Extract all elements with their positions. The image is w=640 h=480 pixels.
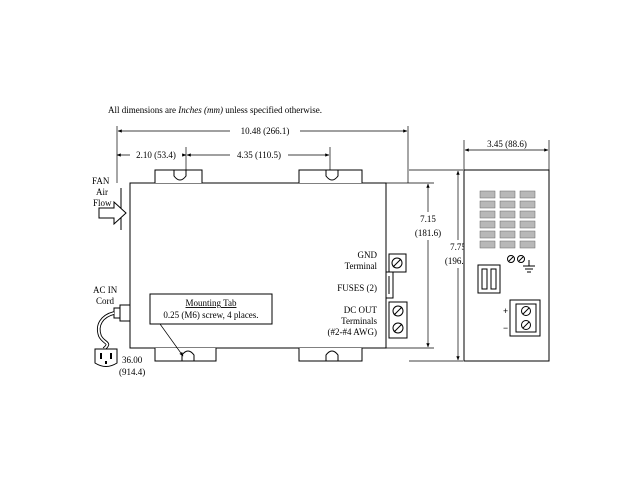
mounting-tab-description: 0.25 (M6) screw, 4 places. bbox=[163, 310, 258, 320]
gnd-terminal-label: Terminal bbox=[345, 261, 378, 271]
tab-spacing-label: 4.35 (110.5) bbox=[237, 150, 281, 160]
outer-height-in: 7.75 bbox=[450, 242, 466, 252]
side-dc-terminal-block bbox=[509, 299, 541, 337]
inner-height-mm: (181.6) bbox=[415, 228, 441, 238]
side-ground-screw-icon bbox=[507, 255, 525, 263]
mounting-tab-bottom-right bbox=[298, 348, 363, 362]
vent-grill bbox=[479, 190, 536, 249]
mounting-tab-leader bbox=[159, 323, 184, 357]
fan-flow-label: Flow bbox=[93, 198, 112, 208]
dc-out-label: DC OUT bbox=[344, 305, 378, 315]
plus-symbol: + bbox=[503, 306, 508, 316]
fuses-label: FUSES (2) bbox=[337, 283, 377, 293]
overall-width-label: 10.48 (266.1) bbox=[241, 126, 290, 136]
cord-length-in: 36.00 bbox=[122, 355, 143, 365]
tab-offset-label: 2.10 (53.4) bbox=[136, 150, 176, 160]
mounting-tab-bottom-left bbox=[154, 348, 217, 362]
fan-label: FAN bbox=[92, 176, 110, 186]
gnd-label: GND bbox=[358, 250, 378, 260]
dc-out-terminal-block bbox=[388, 301, 408, 339]
fan-air-flow-arrow-icon bbox=[98, 188, 127, 230]
ground-symbol-icon bbox=[523, 260, 535, 273]
cord-length-mm: (914.4) bbox=[119, 367, 145, 377]
minus-symbol: − bbox=[503, 323, 508, 333]
mounting-tab-title: Mounting Tab bbox=[186, 298, 237, 308]
dimensions-note: All dimensions are Inches (mm) unless sp… bbox=[108, 105, 322, 115]
inner-height-in: 7.15 bbox=[420, 214, 436, 224]
dc-out-awg-label: (#2-#4 AWG) bbox=[327, 327, 377, 337]
ac-in-label: AC IN bbox=[93, 285, 118, 295]
gnd-terminal bbox=[388, 253, 407, 273]
outer-height-mm: (196.9) bbox=[445, 256, 471, 266]
ac-plug-icon bbox=[94, 348, 118, 367]
side-width-label: 3.45 (88.6) bbox=[487, 139, 527, 149]
dc-out-terminals-label: Terminals bbox=[341, 316, 377, 326]
side-fuse-holders bbox=[477, 264, 501, 294]
fan-air-label: Air bbox=[96, 187, 108, 197]
mounting-tab-top-right bbox=[298, 169, 363, 183]
fuse-holder bbox=[385, 271, 394, 299]
mounting-tab-top-left bbox=[154, 169, 203, 183]
ac-cord-inner bbox=[97, 312, 115, 350]
ac-cord-label: Cord bbox=[96, 296, 115, 306]
mounting-tab-callout-box bbox=[149, 293, 273, 325]
ac-cord-strain-relief bbox=[113, 304, 131, 322]
